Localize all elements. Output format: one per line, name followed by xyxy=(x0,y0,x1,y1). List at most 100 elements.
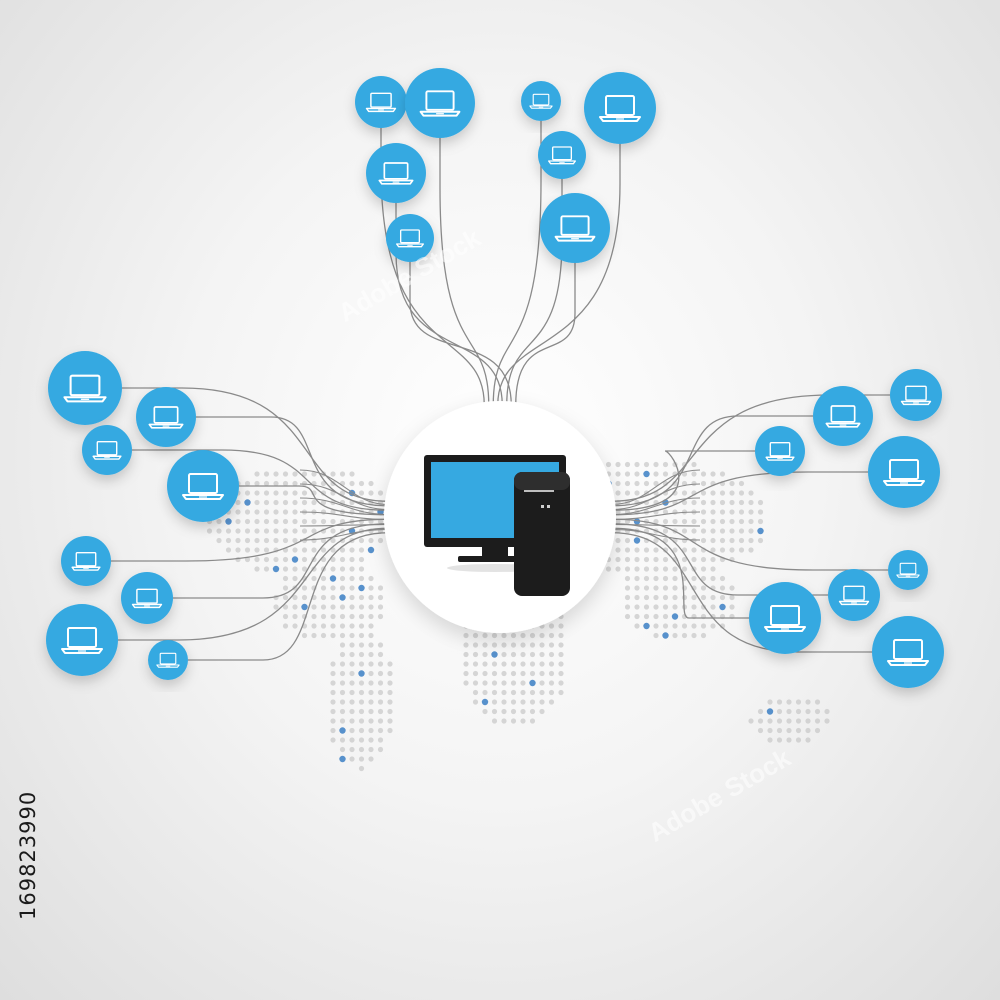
map-dot xyxy=(643,461,650,468)
laptop-icon xyxy=(71,551,101,571)
map-dot xyxy=(491,632,498,639)
map-dot xyxy=(320,604,327,610)
map-dot xyxy=(681,594,688,601)
map-dot xyxy=(349,566,355,572)
map-dot xyxy=(292,547,298,553)
map-dot xyxy=(282,566,289,572)
map-dot xyxy=(548,699,555,705)
map-dot xyxy=(634,623,640,629)
map-dot xyxy=(358,575,365,582)
map-dot xyxy=(510,718,517,724)
map-dot xyxy=(358,699,365,705)
map-dot xyxy=(330,613,336,620)
laptop-node xyxy=(61,536,111,586)
map-dot xyxy=(377,651,384,658)
map-dot xyxy=(320,537,327,544)
map-dot xyxy=(292,623,298,629)
map-dot xyxy=(282,604,289,610)
map-dot xyxy=(548,670,555,677)
map-dot xyxy=(510,689,517,696)
map-dot xyxy=(520,708,526,715)
map-dot xyxy=(263,547,270,553)
map-dot xyxy=(349,661,355,667)
map-dot xyxy=(358,547,365,553)
laptop-node xyxy=(584,72,656,144)
map-dot xyxy=(681,518,688,525)
map-dot xyxy=(235,537,241,544)
connection-line xyxy=(299,523,389,527)
map-dot xyxy=(615,537,621,544)
laptop-icon xyxy=(764,605,806,632)
map-dot xyxy=(624,556,631,563)
map-dot xyxy=(710,490,716,496)
map-dot xyxy=(520,651,526,658)
map-dot xyxy=(330,585,336,591)
map-dot xyxy=(643,470,650,478)
map-dot xyxy=(700,499,707,506)
map-dot xyxy=(368,604,374,610)
map-dot xyxy=(520,642,526,648)
map-dot xyxy=(738,518,745,525)
map-dot xyxy=(548,632,555,639)
map-dot xyxy=(691,518,697,525)
map-dot xyxy=(700,575,707,582)
map-dot xyxy=(719,585,726,591)
map-dot xyxy=(501,699,507,705)
connection-line xyxy=(299,483,389,511)
laptop-icon xyxy=(92,440,122,460)
map-dot xyxy=(634,461,640,468)
map-dot xyxy=(748,490,754,496)
map-dot xyxy=(624,575,631,582)
map-dot xyxy=(662,594,669,601)
map-dot xyxy=(776,718,783,724)
map-dot xyxy=(368,490,374,496)
map-dot xyxy=(501,689,507,696)
laptop-icon xyxy=(419,90,461,117)
map-dot xyxy=(795,727,802,734)
map-dot xyxy=(263,566,270,572)
connection-line xyxy=(611,483,701,511)
map-dot xyxy=(719,518,726,525)
map-dot xyxy=(539,651,545,658)
map-dot xyxy=(339,737,346,743)
map-dot xyxy=(539,680,545,686)
laptop-node xyxy=(755,426,805,476)
laptop-icon xyxy=(900,385,932,406)
map-dot xyxy=(710,537,716,544)
laptop-node xyxy=(828,569,880,621)
map-dot xyxy=(757,708,764,715)
connection-line xyxy=(409,262,512,406)
map-dot xyxy=(368,575,374,582)
map-dot xyxy=(349,727,355,734)
map-dot xyxy=(653,613,659,620)
connection-line xyxy=(611,497,701,516)
map-dot xyxy=(358,765,365,772)
map-dot xyxy=(349,651,355,658)
map-dot xyxy=(330,604,336,610)
map-dot xyxy=(482,661,488,667)
laptop-icon xyxy=(395,229,425,248)
map-dot xyxy=(349,632,355,639)
map-dot xyxy=(349,547,355,553)
map-dot xyxy=(624,585,631,591)
map-dot xyxy=(729,518,735,525)
map-dot xyxy=(738,480,745,487)
map-dot xyxy=(738,499,745,506)
map-dot xyxy=(653,471,659,477)
map-dot xyxy=(301,556,308,563)
map-dot xyxy=(738,547,745,553)
map-dot xyxy=(273,490,279,496)
map-dot xyxy=(653,537,659,544)
map-dot xyxy=(339,556,346,563)
map-dot xyxy=(719,603,726,611)
map-dot xyxy=(748,518,754,525)
map-dot xyxy=(710,566,716,572)
map-dot xyxy=(643,556,650,563)
map-dot xyxy=(615,461,621,468)
map-dot xyxy=(263,499,270,506)
map-dot xyxy=(358,708,365,715)
map-dot xyxy=(301,490,308,496)
map-dot xyxy=(501,661,507,667)
map-dot xyxy=(254,537,260,544)
